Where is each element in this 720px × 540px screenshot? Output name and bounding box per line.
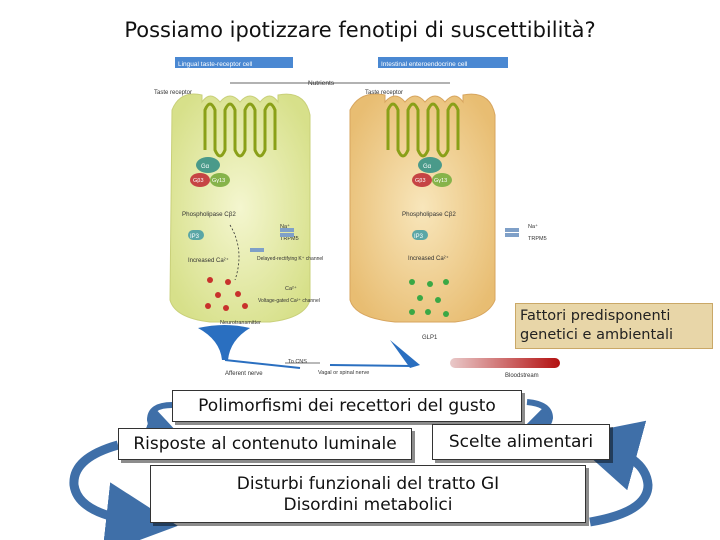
ip3-right — [412, 230, 428, 240]
big-arrow-right — [567, 420, 653, 527]
g-gamma-left — [210, 173, 230, 187]
receptor-left — [203, 102, 277, 158]
trpm5-right-label: TRPM5 — [528, 236, 547, 242]
taste-cell-left — [169, 93, 311, 323]
page-title: Possiamo ipotizzare fenotipi di suscetti… — [124, 18, 596, 42]
increased-ca-left-label: Increased Ca²⁺ — [188, 257, 229, 264]
taste-receptor-right-label: Taste receptor — [365, 90, 403, 96]
increased-ca-right-label: Increased Ca²⁺ — [408, 255, 449, 262]
polimorfismi-text: Polimorfismi dei recettori del gusto — [198, 396, 496, 416]
scelte-box: Scelte alimentari — [432, 424, 610, 460]
polimorfismi-box: Polimorfismi dei recettori del gusto — [172, 390, 522, 422]
trpm5-left-label: TRPM5 — [280, 236, 299, 242]
afferent-nerve-left — [198, 325, 250, 360]
plc-right-label: Phospholipase Cβ2 — [402, 211, 456, 218]
enteroendocrine-cell-right — [349, 93, 496, 323]
na-right-label: Na⁺ — [528, 223, 538, 230]
bloodstream-label: Bloodstream — [505, 373, 539, 379]
delayed-k-label: Delayed-rectifying K⁺ channel — [257, 256, 323, 262]
svg-text:Gβ3: Gβ3 — [415, 178, 426, 184]
g-alpha-right — [418, 157, 442, 173]
ca-label: Ca²⁺ — [285, 285, 297, 292]
voltage-ca-label: Voltage-gated Ca²⁺ channel — [258, 298, 320, 304]
svg-text:Gβ3: Gβ3 — [193, 178, 204, 184]
scelte-text: Scelte alimentari — [448, 432, 594, 452]
neurotransmitter-label: Neurotransmitter — [220, 320, 261, 326]
nutrients-label: Nutrients — [308, 80, 335, 87]
disturbi-box: Disturbi funzionali del tratto GI Disord… — [150, 465, 586, 523]
risposte-box: Risposte al contenuto luminale — [118, 428, 412, 460]
svg-text:Gα: Gα — [423, 164, 432, 170]
taste-signaling-figure: Lingual taste-receptor cell Intestinal e… — [150, 50, 560, 380]
to-cns-label: To CNS — [288, 359, 307, 365]
receptor-right — [386, 102, 460, 158]
ip3-left — [188, 230, 204, 240]
vagal-nerve — [390, 340, 420, 368]
svg-text:IP3: IP3 — [414, 234, 424, 240]
g-beta-left — [190, 173, 210, 187]
g-alpha-left — [196, 157, 220, 173]
g-beta-right — [412, 173, 432, 187]
vesicles-left — [205, 277, 248, 311]
right-cell-header-bg — [378, 57, 508, 68]
bloodstream — [450, 358, 560, 368]
fattori-predisponenti-box: Fattori predisponenti genetici e ambient… — [515, 303, 713, 349]
taste-receptor-left-label: Taste receptor — [154, 90, 192, 96]
svg-text:Gγ13: Gγ13 — [434, 178, 447, 184]
glp1-label: GLP1 — [422, 335, 438, 341]
g-gamma-right — [432, 173, 452, 187]
vagal-label: Vagal or spinal nerve — [318, 370, 369, 376]
na-left-label: Na⁺ — [280, 223, 290, 230]
big-arrow-left — [69, 440, 178, 540]
plc-left-label: Phospholipase Cβ2 — [182, 211, 236, 218]
risposte-text: Risposte al contenuto luminale — [133, 434, 397, 454]
left-cell-header-bg — [175, 57, 293, 68]
svg-text:Gα: Gα — [201, 164, 210, 170]
right-cell-header: Intestinal enteroendocrine cell — [381, 61, 468, 68]
disturbi-line1: Disturbi funzionali del tratto GI — [236, 474, 500, 494]
svg-text:Gγ13: Gγ13 — [212, 178, 225, 184]
svg-text:IP3: IP3 — [190, 234, 200, 240]
vesicles-right — [409, 279, 449, 317]
disturbi-line2: Disordini metabolici — [283, 495, 453, 515]
left-cell-header: Lingual taste-receptor cell — [178, 61, 253, 68]
afferent-label: Afferent nerve — [225, 371, 263, 377]
